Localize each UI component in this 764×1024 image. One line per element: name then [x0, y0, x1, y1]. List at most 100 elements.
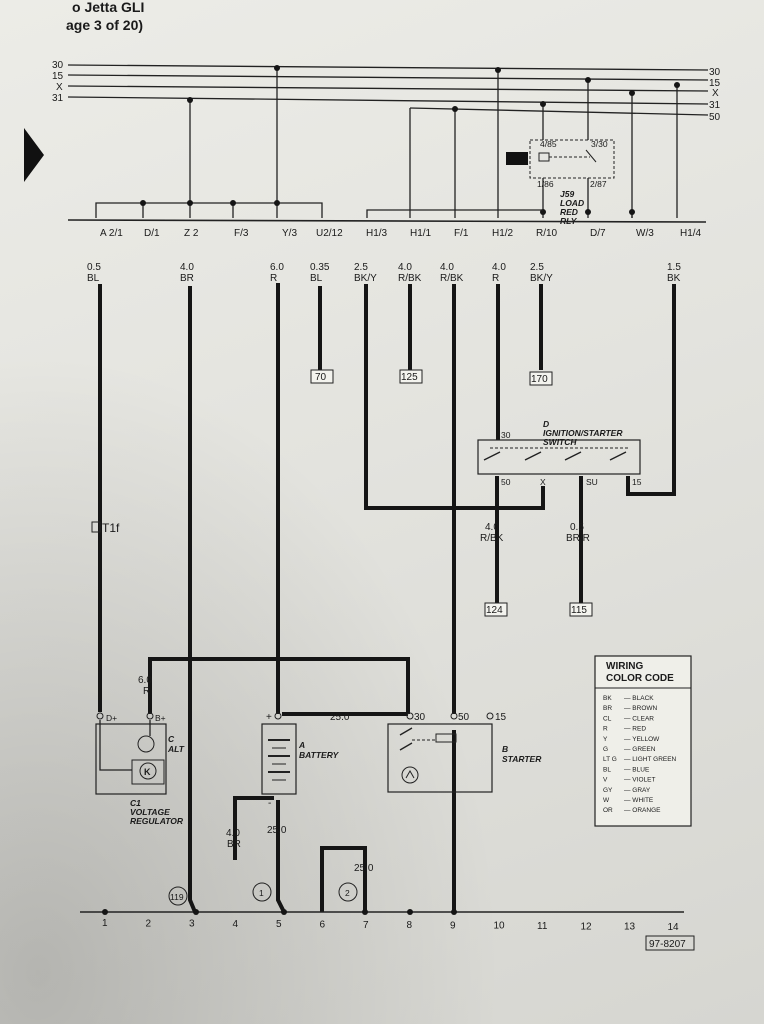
color-code-abbrev: R [603, 726, 608, 733]
color-code-name: — WHITE [624, 797, 654, 804]
rail-left-x: X [56, 82, 63, 93]
terminal-dplus [96, 712, 104, 720]
connector-label: F/3 [234, 228, 249, 239]
wire-color: BL [310, 273, 323, 284]
starter-b: B [502, 744, 508, 754]
battery-name: BATTERY [299, 750, 340, 760]
wiring-color-code-box [594, 655, 692, 827]
color-code-name: — LIGHT GREEN [624, 756, 677, 763]
central-connector-bar [67, 219, 707, 223]
regulator-k: K [144, 767, 151, 777]
color-code-abbrev: OR [603, 807, 613, 814]
relay-terminal-3-30: 3/30 [591, 139, 608, 149]
battery-plus: + [266, 712, 272, 723]
alt-wire-size: 6.0 [138, 675, 152, 686]
wire-color: BK [667, 273, 681, 284]
wire-color: R [492, 273, 499, 284]
battery [261, 723, 297, 795]
alt-c: C [168, 734, 175, 744]
switch-terminal-su: SU [586, 477, 598, 487]
color-code-abbrev: Y [603, 736, 608, 743]
connector-label: U2/12 [316, 228, 343, 239]
rail-right-30: 30 [709, 67, 721, 78]
color-code-name: — ORANGE [624, 807, 661, 814]
column-number: 1 [102, 918, 108, 929]
ground-1: 1 [259, 888, 264, 898]
wire-color: R/BK [440, 273, 464, 284]
battery-cable-size: 25.0 [330, 712, 350, 723]
battery-br-size: 4.0 [226, 828, 240, 839]
connector-label: D/1 [144, 228, 160, 239]
ground-119-circle [168, 886, 188, 906]
bridge-lines [95, 202, 633, 218]
bridge-dots [140, 200, 635, 215]
column-number: 7 [363, 920, 369, 931]
main-wires [98, 283, 676, 913]
header-title-fragment: o Jetta GLI [72, 0, 144, 15]
connector-label: F/1 [454, 228, 469, 239]
ref-70: 70 [315, 372, 327, 383]
alternator-regulator [95, 720, 167, 795]
column-number: 9 [450, 920, 456, 931]
relay-name-line3: RED [560, 207, 578, 217]
switch-name-2: SWITCH [543, 437, 577, 447]
regulator-name-2: REGULATOR [130, 816, 184, 826]
connector-label: H1/4 [680, 228, 702, 239]
ground-1-circle [252, 882, 272, 902]
column-number: 13 [624, 922, 636, 933]
wire-size: 4.0 [440, 262, 454, 273]
starter-terminal-30-dot [406, 712, 414, 720]
color-code-abbrev: LT G [603, 756, 617, 763]
doc-number: 97-8207 [649, 939, 686, 950]
battery-positive-terminal [274, 712, 282, 720]
wire-color: R/BK [398, 273, 422, 284]
starter-50: 50 [458, 712, 470, 723]
wire-color-115: BR/R [566, 533, 590, 544]
color-code-name: — BROWN [624, 705, 658, 712]
starter-terminal-50-dot [450, 712, 458, 720]
starter [387, 723, 493, 793]
ignition-starter-switch [477, 439, 641, 475]
wire-color: BK/Y [530, 273, 553, 284]
connector-label: A 2/1 [100, 228, 123, 239]
color-code-name: — BLACK [624, 695, 654, 702]
rail-right-15: 15 [709, 78, 721, 89]
relay-terminal-2-87: 2/87 [590, 179, 607, 189]
wire-size: 1.5 [667, 262, 681, 273]
battery-br-color: BR [227, 839, 241, 850]
connector-label: H1/1 [410, 228, 432, 239]
alt-bplus: B+ [155, 713, 166, 723]
rail-right-x: X [712, 88, 719, 99]
switch-terminal-15: 15 [632, 477, 642, 487]
switch-letter: D [543, 419, 549, 429]
starter-terminal-15-dot [486, 712, 494, 720]
rail-left-15: 15 [52, 71, 64, 82]
ground-2: 2 [345, 888, 350, 898]
ground-2-circle [338, 882, 358, 902]
color-code-name: — BLUE [624, 766, 650, 773]
wire-labels: 0.5BL4.0BR6.0R0.35BL2.5BK/Y4.0R/BK4.0R/B… [87, 262, 681, 284]
color-code-abbrev: W [603, 797, 610, 804]
battery-ground-size: 25.0 [267, 825, 287, 836]
wire-size: 0.35 [310, 262, 330, 273]
color-code-title-1: WIRING [606, 661, 643, 672]
color-code-abbrev: BR [603, 705, 612, 712]
color-code-name: — CLEAR [624, 715, 654, 722]
connector-label: W/3 [636, 228, 654, 239]
wire-color: BK/Y [354, 273, 377, 284]
ref-170: 170 [531, 374, 548, 385]
wire-size: 2.5 [354, 262, 368, 273]
column-number: 8 [407, 920, 413, 931]
color-code-abbrev: BK [603, 695, 612, 702]
switch-terminal-30: 30 [501, 430, 511, 440]
alt-wire-color: R [143, 686, 150, 697]
starter-ground-size: 25.0 [354, 863, 374, 874]
column-number: 14 [668, 922, 680, 933]
relay-terminal-1-86: 1/86 [537, 179, 554, 189]
color-code-title-2: COLOR CODE [606, 673, 674, 684]
reference-boxes [310, 369, 593, 617]
color-code-name: — VIOLET [624, 777, 655, 784]
wire-size: 4.0 [398, 262, 412, 273]
